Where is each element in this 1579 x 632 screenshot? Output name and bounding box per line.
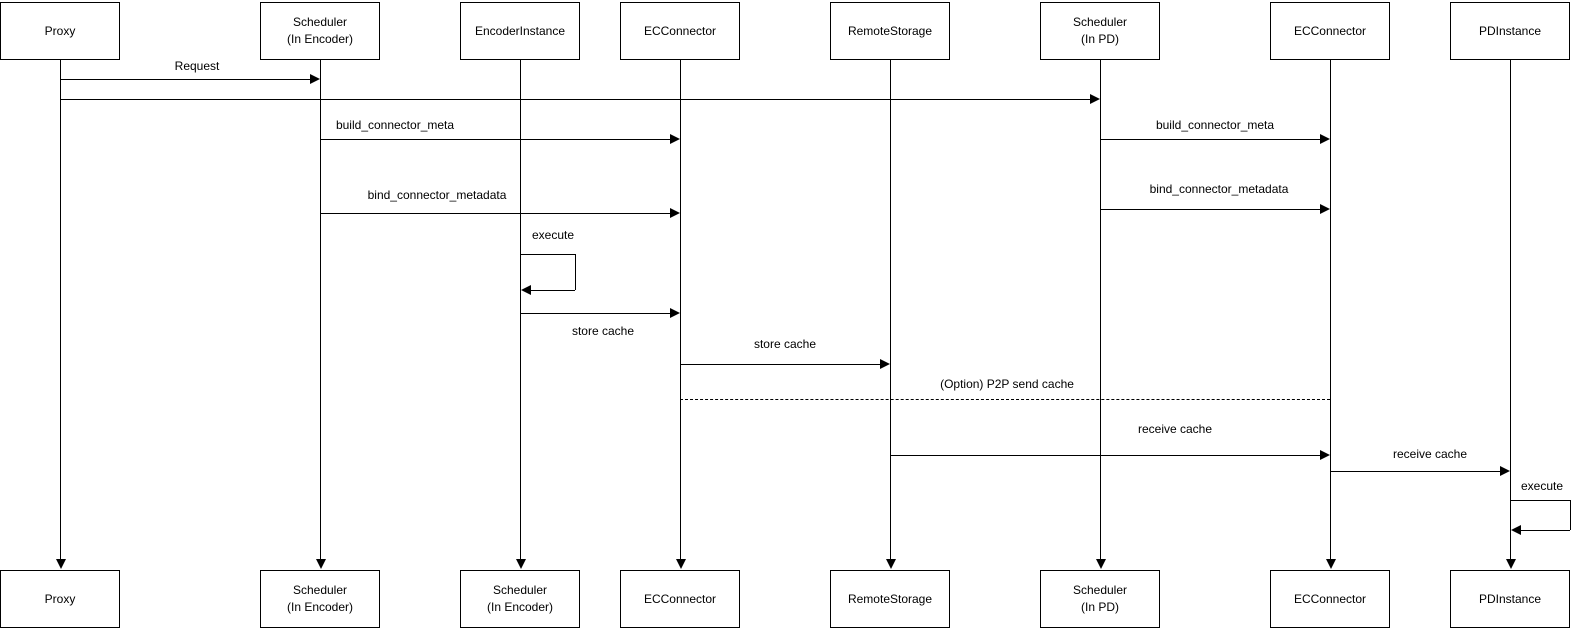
actor-box-top: Scheduler (In Encoder) — [260, 2, 380, 60]
message-line — [520, 313, 671, 314]
message-line — [1330, 471, 1501, 472]
lifeline-arrowhead-icon — [56, 559, 66, 569]
lifeline-arrowhead-icon — [316, 559, 326, 569]
message-line — [890, 455, 1321, 456]
actor-label-line: ECConnector — [1293, 23, 1367, 38]
arrowhead-icon — [880, 359, 890, 369]
actor-box-bottom: Scheduler (In Encoder) — [260, 570, 380, 628]
self-loop-arrowhead-icon — [521, 285, 531, 295]
actor-label-line: (In Encoder) — [486, 600, 554, 614]
actor-box-top: RemoteStorage — [830, 2, 950, 60]
message-line — [320, 139, 671, 140]
actor-box-top: EncoderInstance — [460, 2, 580, 60]
message-line — [680, 399, 1330, 400]
arrowhead-icon — [670, 308, 680, 318]
actor-label-line: EncoderInstance — [474, 23, 566, 38]
message-label: store cache — [571, 324, 635, 338]
lifeline — [60, 60, 61, 559]
message-label: receive cache — [1137, 422, 1213, 436]
actor-label-line: (In PD) — [1080, 32, 1119, 46]
actor-label-line: (In Encoder) — [286, 32, 354, 46]
actor-label-line: ECConnector — [643, 23, 717, 38]
actor-box-bottom: ECConnector — [620, 570, 740, 628]
message-line — [60, 79, 311, 80]
message-label: bind_connector_metadata — [1149, 182, 1289, 196]
self-loop-label: execute — [531, 228, 575, 242]
actor-box-top: PDInstance — [1450, 2, 1570, 60]
arrowhead-icon — [1500, 466, 1510, 476]
actor-label-line: (In PD) — [1080, 600, 1119, 614]
arrowhead-icon — [310, 74, 320, 84]
lifeline-arrowhead-icon — [1096, 559, 1106, 569]
lifeline — [520, 60, 521, 559]
lifeline — [1330, 60, 1331, 559]
actor-box-bottom: ECConnector — [1270, 570, 1390, 628]
actor-box-bottom: RemoteStorage — [830, 570, 950, 628]
message-label: build_connector_meta — [1155, 118, 1275, 132]
message-label: receive cache — [1392, 447, 1468, 461]
actor-box-top: ECConnector — [1270, 2, 1390, 60]
self-loop-arrowhead-icon — [1511, 525, 1521, 535]
actor-label-line: Scheduler — [492, 583, 548, 598]
message-line — [680, 364, 881, 365]
lifeline — [320, 60, 321, 559]
arrowhead-icon — [670, 134, 680, 144]
arrowhead-icon — [1320, 204, 1330, 214]
actor-box-top: ECConnector — [620, 2, 740, 60]
lifeline — [680, 60, 681, 559]
actor-label-line: Scheduler — [292, 15, 348, 30]
message-line — [320, 213, 671, 214]
lifeline-arrowhead-icon — [1326, 559, 1336, 569]
actor-box-top: Scheduler (In PD) — [1040, 2, 1160, 60]
actor-label-line: PDInstance — [1478, 591, 1542, 606]
actor-label-line: (In Encoder) — [286, 600, 354, 614]
lifeline-arrowhead-icon — [676, 559, 686, 569]
actor-box-bottom: PDInstance — [1450, 570, 1570, 628]
lifeline — [1100, 60, 1101, 559]
actor-label-line: Proxy — [44, 591, 76, 606]
self-loop-label: execute — [1520, 479, 1564, 493]
actor-label-line: RemoteStorage — [847, 23, 933, 38]
actor-label-line: PDInstance — [1478, 23, 1542, 38]
lifeline — [890, 60, 891, 559]
actor-label-line: ECConnector — [1293, 591, 1367, 606]
lifeline-arrowhead-icon — [1506, 559, 1516, 569]
actor-box-bottom: Scheduler (In PD) — [1040, 570, 1160, 628]
arrowhead-icon — [1320, 134, 1330, 144]
self-loop-right-line — [1570, 500, 1571, 530]
lifeline — [1510, 60, 1511, 559]
message-label: build_connector_meta — [335, 118, 455, 132]
self-loop-top-line — [1510, 500, 1570, 501]
message-line — [60, 99, 1091, 100]
actor-label-line: ECConnector — [643, 591, 717, 606]
lifeline-arrowhead-icon — [886, 559, 896, 569]
message-label: Request — [174, 59, 220, 73]
message-label: store cache — [753, 337, 817, 351]
actor-box-bottom: Proxy — [0, 570, 120, 628]
actor-label-line: Proxy — [44, 23, 76, 38]
message-label: bind_connector_metadata — [367, 188, 507, 202]
message-line — [1100, 209, 1321, 210]
self-loop-top-line — [520, 254, 575, 255]
actor-label-line: RemoteStorage — [847, 591, 933, 606]
actor-label-line: Scheduler — [292, 583, 348, 598]
arrowhead-icon — [1320, 450, 1330, 460]
message-label: (Option) P2P send cache — [940, 377, 1074, 391]
self-loop-bottom-line — [1519, 530, 1570, 531]
self-loop-right-line — [575, 254, 576, 290]
actor-label-line: Scheduler — [1072, 15, 1128, 30]
lifeline-arrowhead-icon — [516, 559, 526, 569]
arrowhead-icon — [1090, 94, 1100, 104]
self-loop-bottom-line — [529, 290, 575, 291]
actor-label-line: Scheduler — [1072, 583, 1128, 598]
arrowhead-icon — [670, 208, 680, 218]
actor-box-bottom: Scheduler (In Encoder) — [460, 570, 580, 628]
message-line — [1100, 139, 1321, 140]
actor-box-top: Proxy — [0, 2, 120, 60]
